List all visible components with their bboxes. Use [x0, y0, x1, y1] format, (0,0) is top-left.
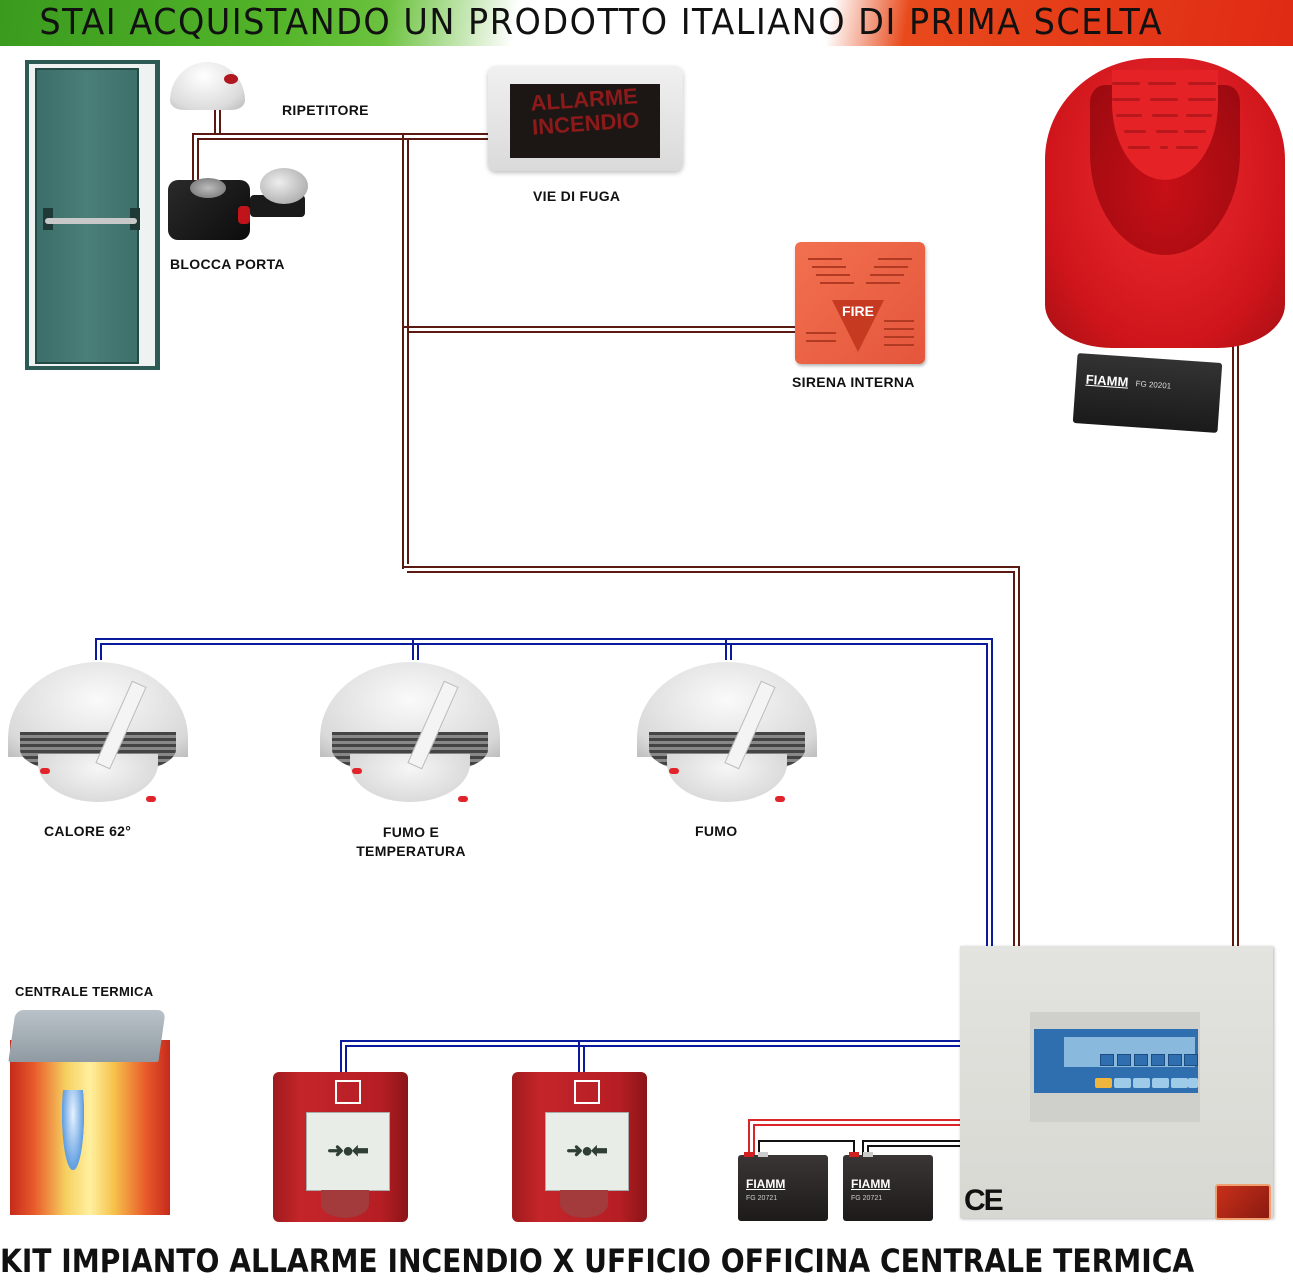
manual-call-point-1: ➜●⬅: [273, 1072, 408, 1222]
sirena-interna-label: SIRENA INTERNA: [792, 374, 915, 390]
blocca-porta-label: BLOCCA PORTA: [170, 256, 285, 272]
battery-panel-1: FIAMM FG 20721: [738, 1152, 828, 1221]
detector-label-calore: CALORE 62°: [44, 823, 132, 839]
battery-siren: FIAMM FG 20201: [1072, 353, 1223, 433]
battery-panel-2: FIAMM FG 20721: [843, 1152, 933, 1221]
vie-di-fuga-label: VIE DI FUGA: [533, 188, 621, 204]
repeater-icon: [170, 62, 245, 110]
panic-bar: [45, 218, 137, 224]
bottom-banner-text: KIT IMPIANTO ALLARME INCENDIO X UFFICIO …: [0, 1242, 1195, 1280]
manual-call-point-icon: [335, 1080, 361, 1104]
fire-badge: FIRE: [842, 303, 874, 319]
battery-model: FG 20201: [1135, 379, 1172, 391]
brand-logo: [1215, 1184, 1271, 1220]
detector-label-fumo: FUMO: [695, 823, 738, 839]
ce-mark: CE: [964, 1184, 1004, 1217]
detector-calore: [8, 662, 188, 812]
battery-brand: FIAMM: [1085, 371, 1129, 390]
top-banner-text: STAI ACQUISTANDO UN PRODOTTO ITALIANO DI…: [39, 2, 1164, 43]
detector-fumo: [637, 662, 817, 812]
battery-icon: FIAMM: [851, 1177, 891, 1191]
manual-call-point-2: ➜●⬅: [512, 1072, 647, 1222]
top-banner: [0, 0, 1293, 46]
detector-fumo-temperatura: [320, 662, 500, 812]
ripetitore-label: RIPETITORE: [282, 102, 369, 118]
battery-icon: FIAMM: [746, 1177, 786, 1191]
centrale-termica-label: CENTRALE TERMICA: [15, 984, 154, 999]
boiler-icon: [10, 1040, 170, 1215]
detector-label-fumo-temperatura: FUMO E TEMPERATURA: [356, 824, 466, 859]
manual-call-point-icon: [574, 1080, 600, 1104]
